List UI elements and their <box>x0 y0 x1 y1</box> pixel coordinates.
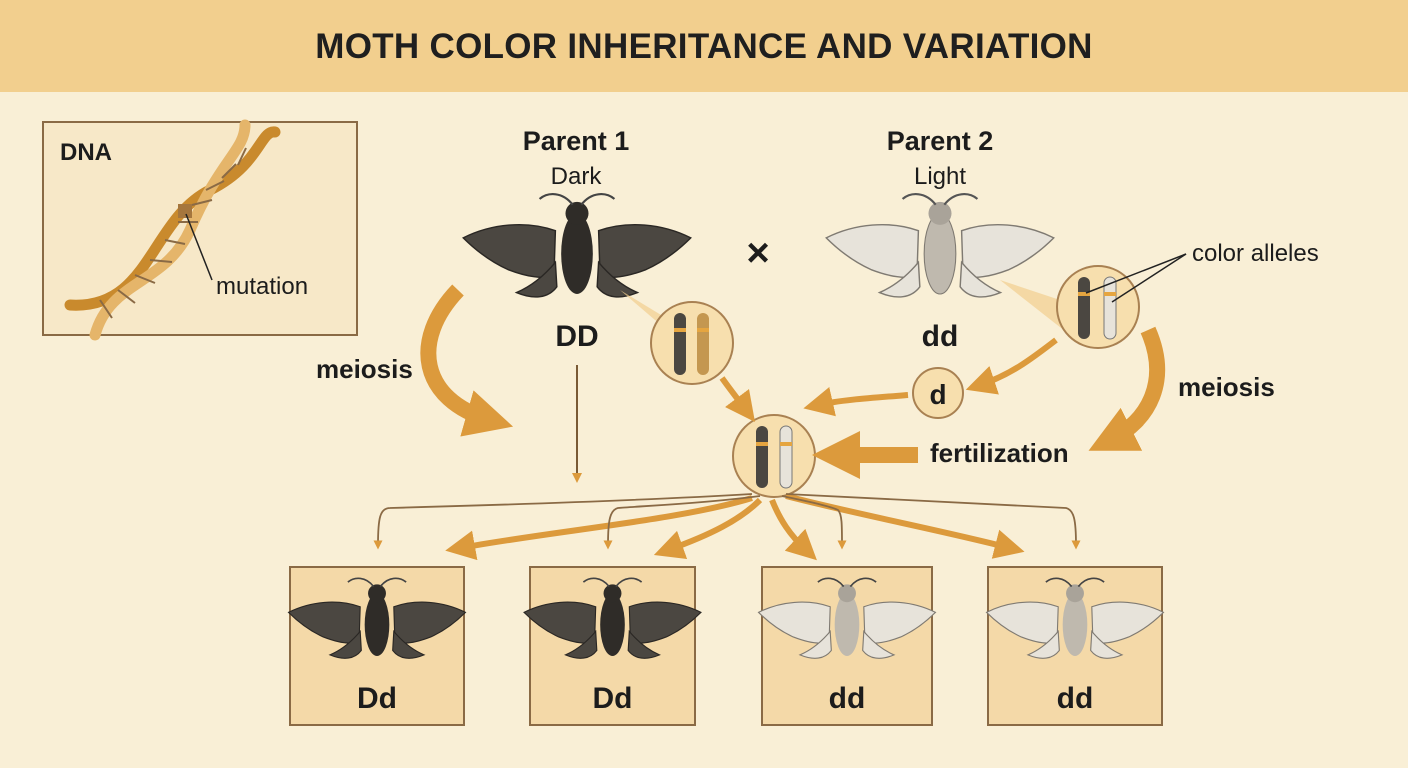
fertilization-label: fertilization <box>930 438 1069 468</box>
parent2-genotype: dd <box>922 320 959 353</box>
parent2-name: Parent 2 <box>887 126 994 156</box>
parent1: Parent 1 Dark DD <box>462 126 692 353</box>
offspring-row: Dd Dd dd dd <box>287 566 1165 726</box>
meiosis-left-arrow <box>420 284 514 437</box>
dark-moth-icon <box>287 577 467 659</box>
cross-symbol: × <box>746 231 769 275</box>
offspring-genotype-4: dd <box>1057 682 1094 715</box>
gamete-d: d <box>912 367 964 419</box>
parent1-genotype: DD <box>555 320 598 353</box>
offspring-panel-1: Dd <box>287 566 467 726</box>
meiosis-right-arrow <box>1088 326 1166 451</box>
chromosome-arrow <box>719 376 756 422</box>
header-band <box>0 0 1408 92</box>
color-alleles-label: color alleles <box>1192 240 1319 267</box>
offspring-thin-arrows <box>373 493 1081 550</box>
parent2-chromosomes <box>1056 265 1140 349</box>
offspring-genotype-2: Dd <box>593 682 633 715</box>
light-moth-icon <box>985 577 1165 659</box>
meiosis-right-label: meiosis <box>1178 372 1275 402</box>
gamete-arrow-out <box>803 387 909 417</box>
parent2: Parent 2 Light dd <box>825 126 1055 353</box>
offspring-genotype-1: Dd <box>357 682 397 715</box>
offspring-panel-4: dd <box>985 566 1165 726</box>
offspring-panel-2: Dd <box>523 566 702 726</box>
meiosis-left-label: meiosis <box>316 354 413 384</box>
parent2-phenotype: Light <box>914 163 966 190</box>
page-title: MOTH COLOR INHERITANCE AND VARIATION <box>315 27 1093 66</box>
dna-inset: DNA mutation <box>42 119 358 341</box>
mutation-label: mutation <box>216 273 308 300</box>
light-moth-icon <box>757 577 937 659</box>
parent1-phenotype: Dark <box>551 163 603 190</box>
dna-label: DNA <box>60 139 112 166</box>
light-moth-icon <box>825 193 1055 298</box>
gamete-label: d <box>929 379 946 410</box>
offspring-panel-3: dd <box>757 566 937 726</box>
zygote-chromosomes <box>732 414 816 498</box>
dark-moth-icon <box>523 577 702 659</box>
dark-moth-icon <box>462 193 692 298</box>
offspring-genotype-3: dd <box>829 682 866 715</box>
parent1-name: Parent 1 <box>523 126 630 156</box>
parent1-chromosomes <box>650 301 734 385</box>
gamete-arrow-in <box>965 337 1058 395</box>
dna-helix-icon <box>64 119 281 341</box>
